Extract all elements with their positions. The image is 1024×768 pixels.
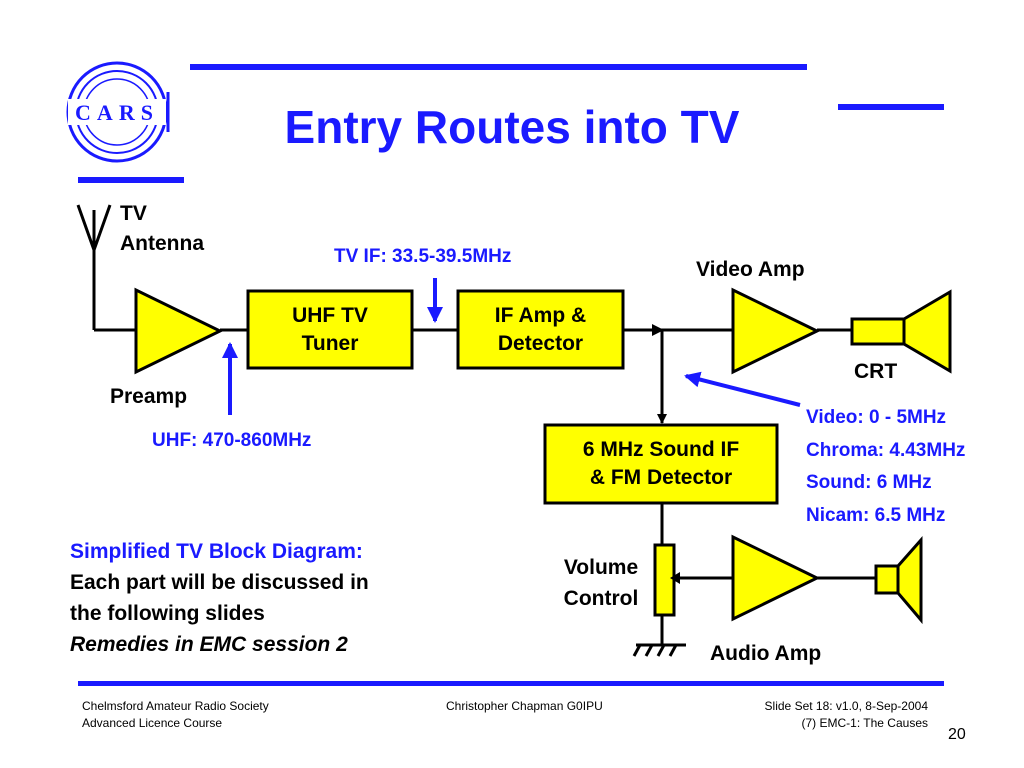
entry-arrows xyxy=(222,278,801,415)
uhf-tuner-line1: UHF TV xyxy=(292,303,368,327)
note-line1: Each part will be discussed in xyxy=(70,571,369,594)
title-rules xyxy=(78,64,944,183)
audio-amp-label: Audio Amp xyxy=(710,642,822,665)
volume-label-line1: Volume xyxy=(563,556,639,579)
diagram-note: Simplified TV Block Diagram: Each part w… xyxy=(70,536,369,660)
junction-arrow xyxy=(652,324,664,336)
if-amp-label: IF Amp & Detector xyxy=(458,291,623,368)
signal-nicam: Nicam: 6.5 MHz xyxy=(806,504,946,526)
signal-list: Video: 0 - 5MHz Chroma: 4.43MHz Sound: 6… xyxy=(806,402,965,532)
if-amp-box xyxy=(456,289,625,370)
audio-amp-triangle xyxy=(731,534,821,622)
signal-sound: Sound: 6 MHz xyxy=(806,472,932,493)
volume-label-line2: Control xyxy=(563,587,639,610)
video-amp-label: Video Amp xyxy=(696,258,805,281)
signal-chroma: Chroma: 4.43MHz xyxy=(806,439,966,461)
antenna-label: Antenna xyxy=(120,232,204,255)
footer-right: Slide Set 18: v1.0, 8-Sep-2004 (7) EMC-1… xyxy=(700,698,928,732)
antenna-icon xyxy=(76,204,112,330)
preamp-triangle xyxy=(134,287,224,375)
sound-if-box xyxy=(543,423,779,505)
uhf-annotation: UHF: 470-860MHz xyxy=(152,430,312,451)
sound-if-line1: 6 MHz Sound IF xyxy=(582,438,740,461)
footer-author: Christopher Chapman G0IPU xyxy=(446,699,603,713)
signal-wires xyxy=(94,328,876,657)
signal-video: Video: 0 - 5MHz xyxy=(806,407,947,428)
logo-text: CARS xyxy=(75,100,159,125)
slide-title: Entry Routes into TV xyxy=(284,101,740,153)
uhf-tuner-box xyxy=(246,289,414,370)
tv-if-annotation: TV IF: 33.5-39.5MHz xyxy=(334,246,512,267)
uhf-tuner-line2: Tuner xyxy=(301,331,359,355)
volume-control-icon xyxy=(653,543,680,617)
footer-slide-set: Slide Set 18: v1.0, 8-Sep-2004 xyxy=(764,699,928,713)
tv-label: TV xyxy=(120,202,147,225)
crt-label: CRT xyxy=(854,360,898,383)
speaker-icon xyxy=(874,536,923,625)
preamp-label: Preamp xyxy=(110,385,188,408)
footer-society: Chelmsford Amateur Radio Society xyxy=(82,699,269,713)
sound-if-line2: & FM Detector xyxy=(589,466,733,489)
uhf-tuner-label: UHF TV Tuner xyxy=(248,291,412,368)
cars-logo: CARS xyxy=(66,61,170,163)
note-line2: the following slides xyxy=(70,602,265,625)
note-heading: Simplified TV Block Diagram: xyxy=(70,540,363,563)
footer-section: (7) EMC-1: The Causes xyxy=(801,716,929,730)
if-amp-line1: IF Amp & xyxy=(494,303,587,327)
note-line3: Remedies in EMC session 2 xyxy=(70,633,348,656)
if-amp-line2: Detector xyxy=(497,331,584,355)
sound-if-label: 6 MHz Sound IF & FM Detector xyxy=(545,425,777,503)
footer-rule xyxy=(78,681,944,686)
footer-course: Advanced Licence Course xyxy=(82,716,223,730)
page-number: 20 xyxy=(948,726,966,743)
crt-icon xyxy=(850,289,952,374)
footer-left: Chelmsford Amateur Radio Society Advance… xyxy=(82,698,269,732)
video-amp-triangle xyxy=(731,287,821,375)
